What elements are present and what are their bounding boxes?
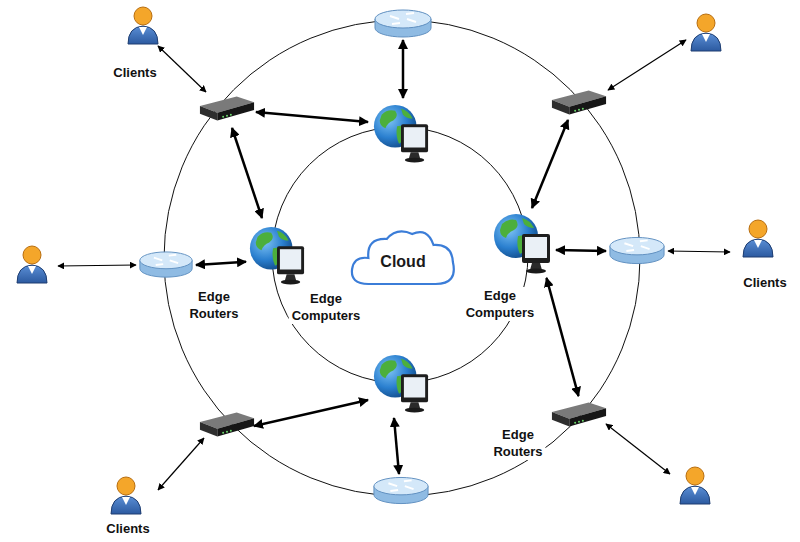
inner-ring: [272, 127, 528, 383]
cloud-outline-path: [352, 231, 454, 284]
client-icon: [680, 467, 710, 504]
modem-icon: [552, 90, 606, 114]
client-link: [668, 251, 730, 252]
edge-router-node: Edge Routers: [550, 398, 608, 430]
router-icon: [140, 252, 192, 277]
modem-icon: [200, 412, 254, 436]
client-link: [608, 40, 686, 90]
router-link: [402, 40, 405, 98]
node-label: Edge Routers: [490, 426, 545, 460]
computer-icon: [374, 355, 428, 413]
router-icon: [610, 237, 664, 263]
client-node: Clients: [740, 218, 776, 258]
node-label: Edge Computers: [463, 287, 538, 321]
link-arrows: [58, 40, 730, 490]
client-link: [58, 265, 136, 266]
client-icon: [111, 477, 141, 514]
computer-icon: [374, 105, 428, 163]
node-label: Edge Routers: [186, 288, 241, 322]
node-label: Clients: [110, 64, 159, 81]
node-label: Edge Computers: [289, 290, 364, 324]
client-icon: [128, 7, 158, 44]
client-icon: [691, 14, 721, 51]
client-link: [606, 424, 670, 474]
icons: [17, 7, 773, 514]
edge-computer-node: Edge Computers: [248, 222, 306, 288]
node-label: Clients: [103, 520, 152, 537]
client-icon: [17, 246, 47, 283]
link-arrow: [547, 278, 579, 396]
cloud-label: Cloud: [380, 253, 425, 271]
router-link: [256, 112, 368, 122]
router-link: [394, 418, 399, 474]
router-icon: [374, 477, 428, 503]
client-link: [158, 46, 206, 92]
router-link: [532, 120, 568, 208]
router-icon: [375, 10, 431, 37]
computer-icon: [250, 227, 304, 285]
router-link: [556, 250, 606, 251]
link-arrow: [196, 262, 246, 265]
client-node: Clients: [125, 5, 161, 45]
client-icon: [743, 220, 773, 257]
client-link: [158, 438, 204, 490]
computer-icon: [494, 214, 550, 274]
modem-icon: [552, 402, 606, 426]
edge-router-node: Edge Routers: [138, 250, 194, 280]
edge-computer-node: Edge Computers: [492, 210, 552, 276]
node-label: Clients: [740, 274, 789, 291]
router-link: [232, 128, 262, 218]
outer-ring: [164, 20, 640, 496]
cloud-node: Cloud: [346, 224, 460, 290]
client-node: Clients: [108, 475, 144, 515]
ring-circles: [164, 20, 640, 496]
modem-icon: [200, 96, 254, 120]
router-link: [254, 400, 368, 426]
